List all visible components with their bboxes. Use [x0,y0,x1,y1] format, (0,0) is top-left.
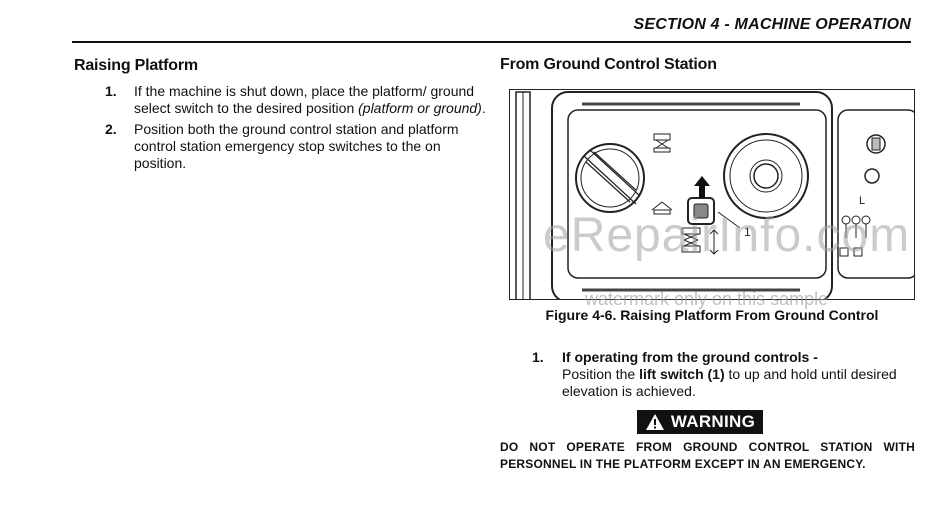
side-panel [837,109,914,279]
right-column: From Ground Control Station [500,56,915,82]
step-2: 2. Position both the ground control stat… [74,121,489,172]
warning-text: DO NOT OPERATE FROM GROUND CONTROL STATI… [500,440,915,471]
ground-control-title: From Ground Control Station [500,56,717,73]
figure-4-6: 1 L [509,89,915,300]
step-text: If the machine is shut down, place the p… [134,83,486,116]
step-number: 1. [105,83,117,99]
warning-badge: WARNING [637,410,763,434]
header-rule [72,41,911,43]
step-body: If operating from the ground controls - … [562,349,922,400]
ground-control-panel-illustration: 1 L [515,91,914,299]
raising-platform-title: Raising Platform [74,57,198,74]
ground-step-1: 1. If operating from the ground controls… [532,349,922,400]
step-1: 1. If the machine is shut down, place th… [74,83,489,117]
up-arrow-icon [694,176,710,198]
step-heading: If operating from the ground controls - [562,349,818,365]
svg-text:L: L [859,195,865,207]
left-column: Raising Platform 1. If the machine is sh… [74,57,489,176]
step-text: Position the lift switch (1) to up and h… [562,366,897,399]
warning-triangle-icon [645,414,664,430]
step-number: 2. [105,121,117,137]
section-header: SECTION 4 - MACHINE OPERATION [633,16,911,33]
step-number: 1. [532,349,544,365]
step-text: Position both the ground control station… [134,121,459,171]
warning-label: WARNING [670,412,756,431]
figure-caption: Figure 4-6. Raising Platform From Ground… [545,307,879,323]
callout-1: 1 [744,225,751,239]
